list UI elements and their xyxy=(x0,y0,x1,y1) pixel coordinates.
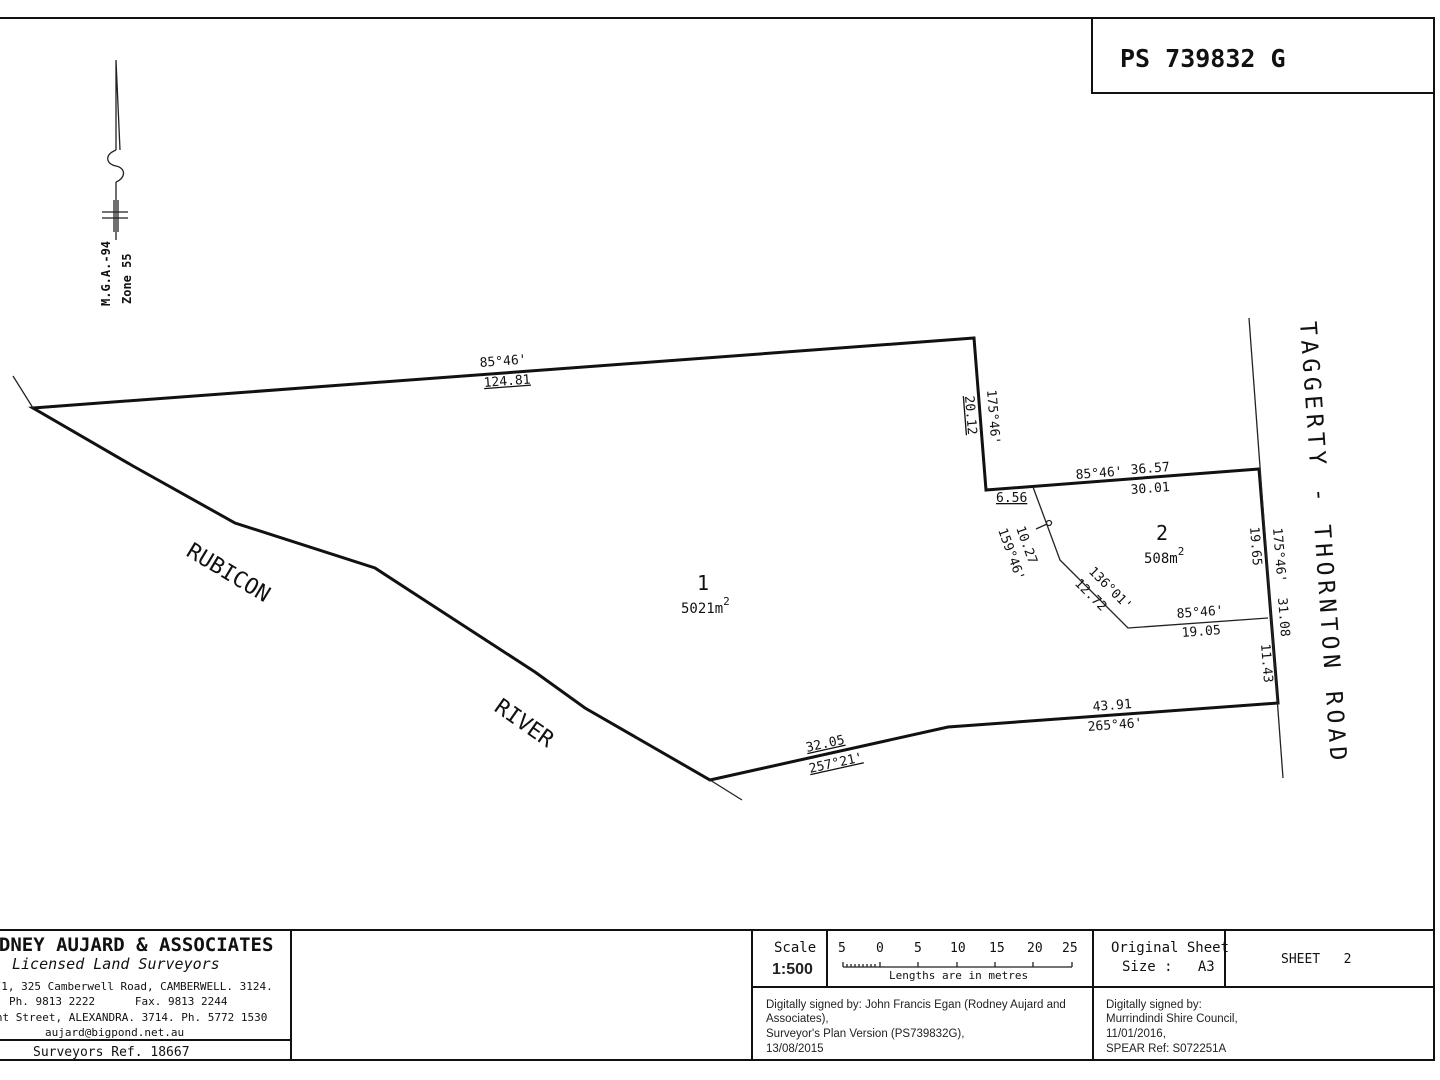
firm-address-1: 1/1, 325 Camberwell Road, CAMBERWELL. 31… xyxy=(0,980,273,993)
firm-address-2: Grant Street, ALEXANDRA. 3714. Ph. 5772 … xyxy=(0,1011,267,1024)
signature-line: Surveyor's Plan Version (PS739832G), xyxy=(766,1028,964,1040)
dimension-labels: 85°46' 124.81 175°46' 20.12 85°46' 36.57… xyxy=(479,353,1292,777)
dim: 85°46' xyxy=(1176,604,1224,622)
plan-number: PS 739832 G xyxy=(1120,44,1286,73)
sheet-frame xyxy=(0,17,1435,1061)
dim: 85°46' xyxy=(479,353,527,371)
road-boundary-line xyxy=(1248,317,1284,779)
dim: 257°21' xyxy=(808,750,865,777)
firm-email: aujard@bigpond.net.au xyxy=(45,1026,184,1039)
surveyor-signature: Digitally signed by: John Francis Egan (… xyxy=(766,999,1066,1055)
scale-tick: 15 xyxy=(989,941,1005,956)
scale-tick: 0 xyxy=(876,941,884,956)
council-signature: Digitally signed by: Murrindindi Shire C… xyxy=(1106,999,1238,1055)
sheet-size-value: Size : A3 xyxy=(1122,959,1215,975)
north-zone: Zone 55 xyxy=(120,253,134,304)
river-name-2: RIVER xyxy=(490,694,559,753)
scale-tick: 10 xyxy=(950,941,966,956)
dim: 6.56 xyxy=(996,491,1027,506)
river-name-1: RUBICON xyxy=(182,539,274,608)
dim: 19.05 xyxy=(1181,623,1221,641)
lot-1-number: 1 xyxy=(697,571,709,595)
scale-label: Scale xyxy=(774,940,816,956)
signature-line: 11/01/2016, xyxy=(1106,1028,1166,1040)
lot-1-boundary xyxy=(28,336,1280,782)
river-extension-lines xyxy=(12,375,743,801)
dim: 36.57 xyxy=(1130,460,1170,478)
dim: 31.08 xyxy=(1274,597,1292,637)
scale-value: 1:500 xyxy=(772,961,813,978)
north-datum: M.G.A.-94 xyxy=(99,241,113,306)
scale-note: Lengths are in metres xyxy=(889,969,1028,982)
lot-2-number: 2 xyxy=(1156,521,1168,545)
scale-bar-ticks: 5 0 5 10 15 20 25 xyxy=(838,941,1078,956)
lot-1-area: 5021m2 xyxy=(681,595,730,617)
sheet-size-label: Original Sheet xyxy=(1111,940,1229,956)
scale-tick: 20 xyxy=(1027,941,1043,956)
surveyors-ref: Surveyors Ref. 18667 xyxy=(33,1045,190,1060)
firm-phone-fax: Ph. 9813 2222 Fax. 9813 2244 xyxy=(9,995,228,1008)
signature-line: Digitally signed by: John Francis Egan (… xyxy=(766,999,1066,1011)
scale-tick: 5 xyxy=(914,941,922,956)
dim: 20.12 xyxy=(961,395,979,435)
plan-number-box: PS 739832 G xyxy=(1091,18,1434,94)
sheet-number: SHEET 2 xyxy=(1281,952,1351,967)
signature-line: Associates), xyxy=(766,1013,829,1025)
surveyor-firm-block: RODNEY AUJARD & ASSOCIATES Licensed Land… xyxy=(0,934,273,1060)
dim: 175°46' xyxy=(983,389,1002,445)
dim: 124.81 xyxy=(483,373,531,391)
dim: 85°46' xyxy=(1075,465,1123,483)
dim: 11.43 xyxy=(1257,643,1275,683)
title-block-grid xyxy=(0,929,1434,1060)
mark-leader xyxy=(1035,523,1048,530)
lot-2-area: 508m2 xyxy=(1144,545,1184,567)
signature-line: 13/08/2015 xyxy=(766,1043,824,1055)
firm-subtitle: Licensed Land Surveyors xyxy=(12,955,220,973)
scale-tick: 25 xyxy=(1062,941,1078,956)
dim: 175°46' xyxy=(1269,527,1288,583)
road-name: TAGGERTY - THORNTON ROAD xyxy=(1294,321,1351,762)
signature-line: SPEAR Ref: S072251A xyxy=(1106,1043,1227,1055)
survey-mark xyxy=(1045,519,1053,527)
scale-tick: 5 xyxy=(838,941,846,956)
dim: 19.65 xyxy=(1246,526,1264,566)
dim: 265°46' xyxy=(1087,716,1143,735)
firm-name: RODNEY AUJARD & ASSOCIATES xyxy=(0,934,273,956)
dim: 30.01 xyxy=(1130,480,1170,498)
signature-line: Digitally signed by: xyxy=(1106,999,1202,1011)
signature-line: Murrindindi Shire Council, xyxy=(1106,1013,1238,1025)
dim: 43.91 xyxy=(1092,697,1132,715)
north-arrow-icon xyxy=(102,59,128,240)
scale-bar xyxy=(842,962,1073,968)
